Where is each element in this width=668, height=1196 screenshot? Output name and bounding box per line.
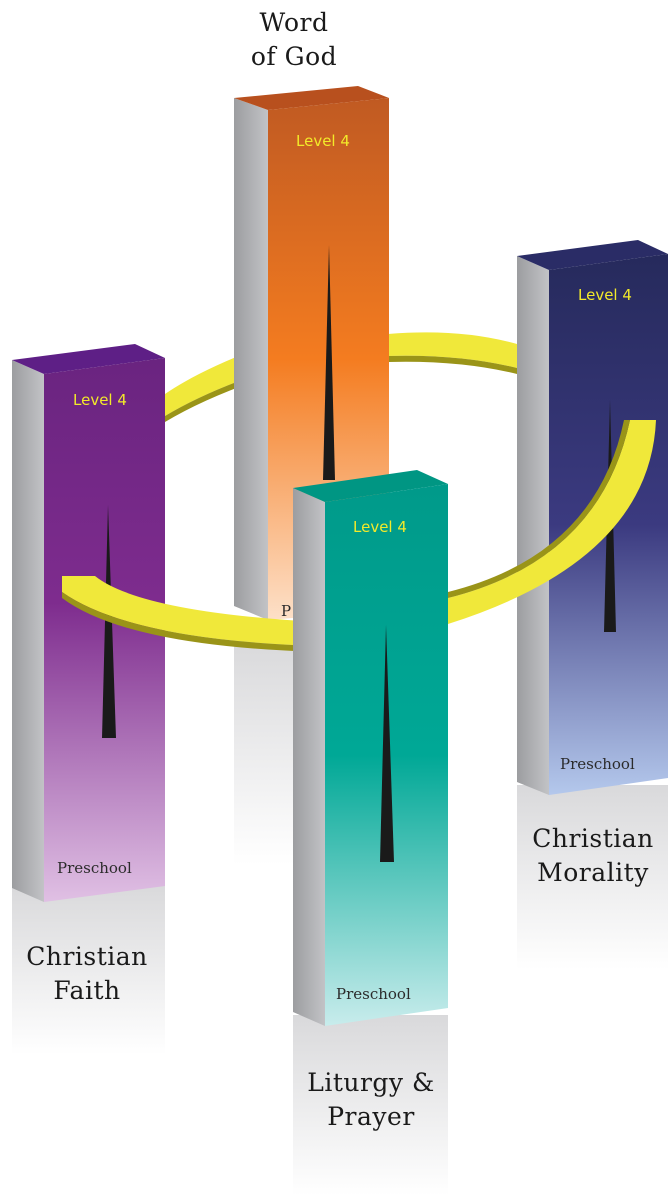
- word-of-god-title: Word of God: [224, 6, 364, 74]
- liturgy-prayer-needle: [380, 625, 394, 862]
- ring-back-right: [388, 332, 517, 368]
- word-of-god-top-label: Level 4: [296, 132, 350, 150]
- christian-morality-title-line1: Christian: [532, 824, 654, 853]
- christian-faith-title-line1: Christian: [26, 942, 148, 971]
- pillar-christian-faith: Level 4 Preschool: [12, 344, 165, 902]
- liturgy-prayer-title-line1: Liturgy &: [307, 1068, 435, 1097]
- word-of-god-bottom-label: P: [281, 602, 291, 620]
- christian-morality-reflection: [517, 785, 668, 970]
- word-of-god-side: [234, 98, 268, 620]
- ring-front-left-edge: [62, 592, 318, 652]
- word-of-god-title-line1: Word: [259, 8, 329, 37]
- liturgy-prayer-bottom-label: Preschool: [336, 985, 411, 1003]
- christian-morality-side: [517, 256, 549, 795]
- liturgy-prayer-top: [293, 470, 448, 502]
- christian-faith-title: Christian Faith: [12, 940, 162, 1008]
- liturgy-prayer-title-line2: Prayer: [327, 1102, 415, 1131]
- christian-faith-side: [12, 360, 44, 902]
- ring-front-right: [448, 420, 656, 624]
- liturgy-prayer-title: Liturgy & Prayer: [296, 1066, 446, 1134]
- christian-faith-bottom-label: Preschool: [57, 859, 132, 877]
- ring-front-left: [62, 576, 318, 646]
- liturgy-prayer-top-label: Level 4: [353, 518, 407, 536]
- christian-faith-front: [44, 358, 165, 902]
- christian-faith-top-label: Level 4: [73, 391, 127, 409]
- ring-back-right-edge: [388, 355, 517, 374]
- christian-faith-top: [12, 344, 165, 374]
- christian-morality-title-line2: Morality: [537, 858, 649, 887]
- word-of-god-needle: [323, 245, 335, 480]
- christian-faith-reflection: [12, 885, 165, 1055]
- christian-morality-top: [517, 240, 668, 270]
- christian-faith-title-line2: Faith: [53, 976, 121, 1005]
- christian-morality-bottom-label: Preschool: [560, 755, 635, 773]
- christian-morality-title: Christian Morality: [518, 822, 668, 890]
- liturgy-prayer-reflection: [293, 1015, 448, 1196]
- pillar-liturgy-prayer: Level 4 Preschool: [293, 470, 448, 1026]
- christian-morality-top-label: Level 4: [578, 286, 632, 304]
- word-of-god-top: [234, 86, 389, 110]
- word-of-god-title-line2: of God: [250, 42, 338, 71]
- liturgy-prayer-side: [293, 488, 325, 1026]
